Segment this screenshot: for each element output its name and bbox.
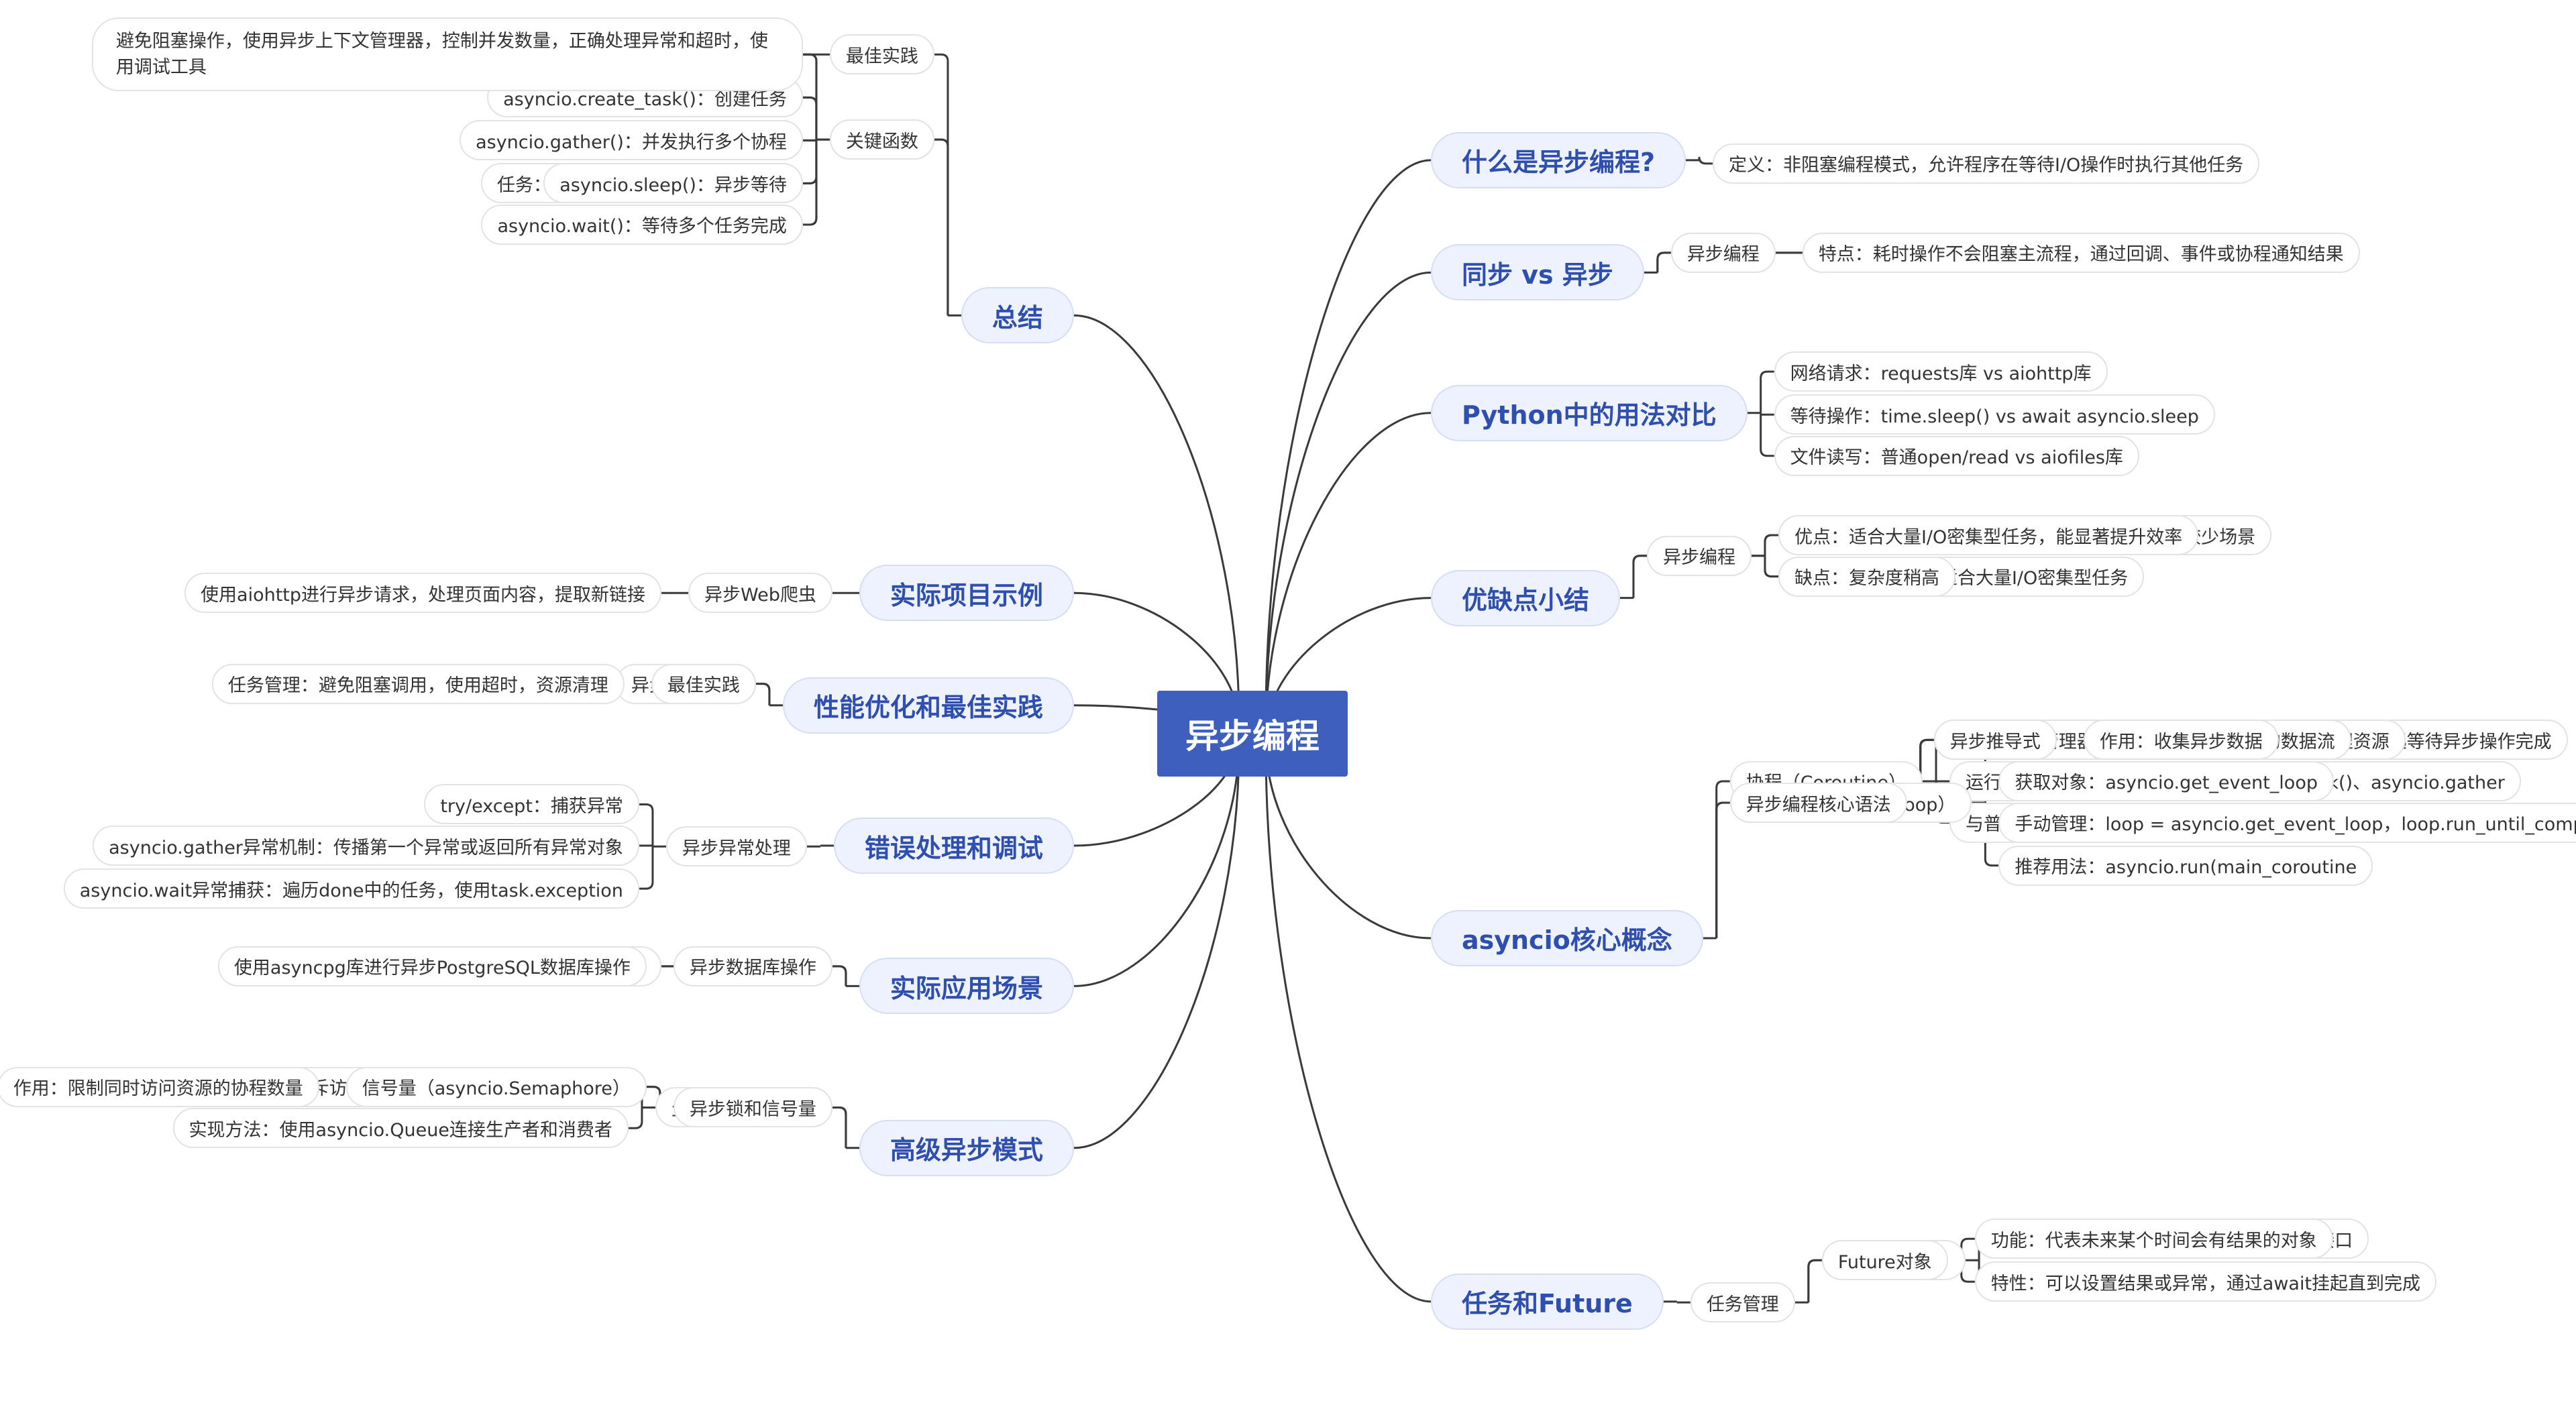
connector-line: [628, 1107, 643, 1129]
branch-text: 异步异常处理: [665, 826, 807, 867]
connector-line: [1265, 159, 1431, 720]
connector-line: [1073, 741, 1240, 987]
connector-line: [755, 683, 771, 705]
connector-line: [802, 139, 818, 184]
topic-future: 任务和Future: [1430, 1273, 1664, 1330]
root-topic: 异步编程: [1157, 690, 1348, 777]
connector-line: [832, 1106, 847, 1148]
topic-text: 什么是异步编程?: [1430, 131, 1686, 188]
connector-line: [1265, 412, 1431, 731]
branch-text: 异步编程核心语法: [1729, 783, 1907, 824]
connector-line: [639, 846, 654, 890]
connector-line: [832, 965, 847, 986]
leaf-asyncio-gather: asyncio.gather异常机制：传播第一个异常或返回所有异常对象: [93, 826, 639, 866]
connector-line: [1760, 370, 1774, 413]
connector-line: [1656, 251, 1671, 273]
branch-text: 最佳实践: [829, 34, 934, 75]
connector-line: [1715, 801, 1730, 938]
connector-line: [1760, 412, 1774, 457]
leaf-i-o: 优点：适合大量I/O密集型任务，能显著提升效率: [1778, 515, 2199, 555]
connector-line: [1960, 1237, 1975, 1261]
leaf-asyncio-run-main-coroutine: 推荐用法：asyncio.run(main_coroutine: [1998, 845, 2373, 886]
leaf-text: 功能：代表未来某个时间会有结果的对象: [1974, 1219, 2333, 1259]
connector-line: [1960, 1260, 1975, 1283]
topic-text: 实际项目示例: [859, 565, 1074, 622]
branch-text: 异步编程: [1670, 232, 1776, 273]
leaf-asyncio-sleep: asyncio.sleep()：异步等待: [543, 163, 803, 204]
leaf-loop-asyncio-get-event: 手动管理：loop = asyncio.get_event_loop，loop.…: [1998, 802, 2576, 843]
leaf-requests-vs-aiohttp: 网络请求：requests库 vs aiohttp库: [1774, 351, 2108, 392]
connector-line: [802, 139, 818, 226]
connector-line: [1715, 801, 1730, 938]
leaf-time-sleep-vs-await: 等待操作：time.sleep() vs await asyncio.sleep: [1774, 394, 2215, 435]
leaf-asyncpg-postgresql: 使用asyncpg库进行异步PostgreSQL数据库操作: [217, 946, 647, 986]
connector-line: [934, 138, 949, 316]
leaf-asyncio-wait: asyncio.wait()：等待多个任务完成: [481, 204, 803, 245]
connector-line: [1265, 741, 1431, 940]
connector-line: [802, 96, 818, 140]
leaf-asyncio-gather: asyncio.gather()：并发执行多个协程: [460, 120, 803, 161]
topic-vs: 同步 vs 异步: [1430, 244, 1644, 301]
leaf-open-read-vs-aiofiles: 文件读写：普通open/read vs aiofiles库: [1774, 435, 2139, 476]
topic-asyncio: asyncio核心概念: [1430, 909, 1703, 966]
connector-line: [802, 96, 818, 140]
branch-text: 关键函数: [829, 119, 934, 160]
connector-line: [802, 139, 818, 184]
branch-text: 异步推导式: [1933, 720, 2057, 760]
leaf-await: 特性：可以设置结果或异常，通过await挂起直到完成: [1974, 1261, 2437, 1302]
branch-asyncio-semaphore: 信号量（asyncio.Semaphore）: [345, 1066, 647, 1107]
connector-line: [1698, 156, 1713, 165]
branch-text: 最佳实践: [651, 663, 756, 704]
leaf-asyncio-wait-done-task: asyncio.wait异常捕获：遍历done中的任务，使用task.excep…: [63, 868, 639, 909]
connector-line: [1632, 555, 1647, 598]
leaf-text: 缺点：复杂度稍高: [1778, 556, 1955, 597]
branch-text: 任务管理: [1690, 1282, 1795, 1323]
leaf-text: 作用：收集异步数据: [2083, 720, 2279, 760]
connector-line: [1073, 314, 1240, 720]
connector-line: [1807, 1259, 1822, 1303]
leaf-asyncio-queue: 实现方法：使用asyncio.Queue连接生产者和消费者: [172, 1108, 629, 1149]
connector-line: [1656, 251, 1671, 273]
connector-line: [755, 683, 771, 705]
leaf-text: 避免阻塞操作，使用异步上下文管理器，控制并发数量，正确处理异常和超时，使用调试工…: [91, 17, 803, 92]
topic-text: 错误处理和调试: [833, 817, 1074, 874]
branch-text: 异步锁和信号量: [673, 1087, 833, 1128]
topic-python: Python中的用法对比: [1430, 384, 1748, 441]
branch-web: 异步Web爬虫: [688, 573, 833, 614]
leaf-try-except: try/except：捕获异常: [424, 784, 639, 825]
connector-line: [1764, 555, 1778, 578]
connector-line: [1919, 738, 1934, 803]
connector-line: [934, 53, 949, 316]
connector-line: [1807, 1259, 1822, 1303]
connector-line: [1715, 780, 1730, 938]
topic-text: 性能优化和最佳实践: [782, 677, 1074, 734]
connector-line: [934, 138, 949, 316]
branch-future: Future对象: [1821, 1240, 1948, 1281]
connector-line: [1764, 555, 1778, 578]
leaf-text: 任务管理：避免阻塞调用，使用超时，资源清理: [211, 663, 625, 704]
connector-line: [832, 965, 847, 986]
connector-line: [1764, 534, 1778, 556]
connector-line: [1984, 803, 1999, 867]
connector-line: [1265, 271, 1431, 726]
leaf-asyncio-get-event-loop: 获取对象：asyncio.get_event_loop: [1998, 760, 2334, 801]
leaf-text: 特点：耗时操作不会阻塞主流程，通过回调、事件或协程通知结果: [1802, 232, 2360, 273]
leaf-aiohttp: 使用aiohttp进行异步请求，处理页面内容，提取新链接: [184, 573, 662, 614]
topic-text: 优缺点小结: [1430, 569, 1620, 626]
connector-line: [1764, 534, 1778, 556]
topic-text: 实际应用场景: [859, 958, 1074, 1015]
connector-line: [1073, 746, 1240, 1149]
connector-line: [832, 1106, 847, 1148]
connector-line: [639, 803, 654, 847]
topic-text: 高级异步模式: [859, 1119, 1074, 1176]
connector-line: [1632, 555, 1647, 598]
topic-text: 总结: [961, 287, 1074, 344]
leaf-i-o: 定义：非阻塞编程模式，允许程序在等待I/O操作时执行其他任务: [1713, 143, 2260, 184]
connector-line: [1265, 746, 1431, 1303]
leaf-text: 作用：限制同时访问资源的协程数量: [0, 1066, 319, 1107]
branch-text: 异步数据库操作: [673, 946, 833, 986]
branch-text: 异步编程: [1646, 535, 1752, 576]
